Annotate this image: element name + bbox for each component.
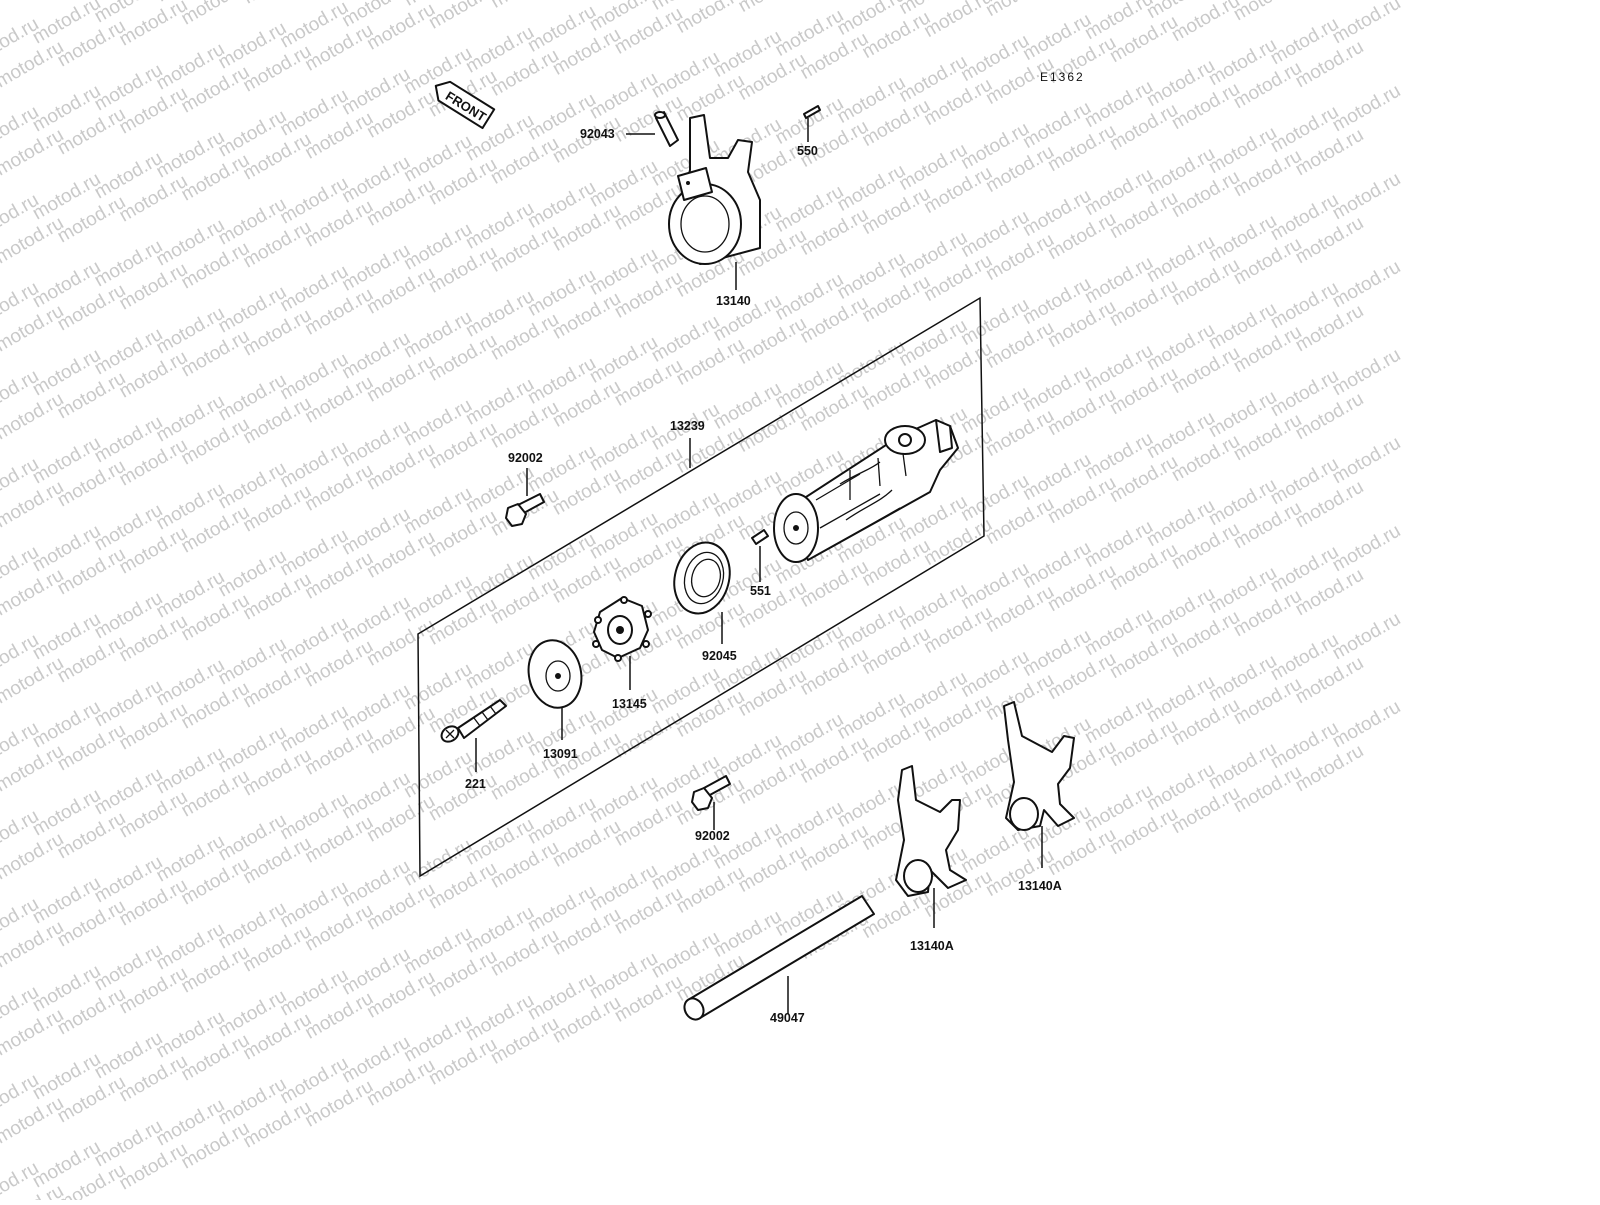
watermark-text: motod.ru — [1329, 0, 1404, 48]
watermark-text: motod.ru — [982, 0, 1057, 21]
watermark-text: motod.ru — [1329, 345, 1404, 401]
label-550: 550 — [797, 144, 818, 158]
label-92045: 92045 — [702, 649, 737, 663]
watermark-text: motod.ru — [1329, 81, 1404, 137]
watermark-text: motod.ru — [673, 0, 748, 38]
label-13140: 13140 — [716, 294, 751, 308]
diagram-code: E1362 — [1040, 70, 1085, 84]
label-551: 551 — [750, 584, 771, 598]
watermark-text: motod.ru — [1329, 609, 1404, 665]
watermark-text: motod.ru — [1292, 0, 1367, 4]
watermark-text: motod.ru — [1329, 169, 1404, 225]
watermark-text: motod.ru — [0, 0, 67, 4]
shift-fork-13140A-right — [1004, 702, 1074, 830]
watermark-text: motod.ru — [1230, 0, 1305, 25]
label-13091: 13091 — [543, 747, 578, 761]
label-13140A-left: 13140A — [910, 939, 954, 953]
label-221: 221 — [465, 777, 486, 791]
pin-92043 — [655, 112, 678, 146]
watermark-text: motod.ru — [1329, 521, 1404, 577]
label-13239: 13239 — [670, 419, 705, 433]
watermark-text: motod.ru — [1329, 257, 1404, 313]
label-13145: 13145 — [612, 697, 647, 711]
watermark-text: motod.ru — [178, 0, 253, 29]
watermark-text: motod.ru — [735, 0, 810, 17]
label-13140A-right: 13140A — [1018, 879, 1062, 893]
watermark-text: motod.ru — [487, 0, 562, 13]
label-92002-top: 92002 — [508, 451, 543, 465]
watermark-text: motod.ru — [425, 0, 500, 34]
watermark-text: motod.ru — [1329, 697, 1404, 753]
label-92002-bottom: 92002 — [695, 829, 730, 843]
watermark-text: motod.ru — [240, 0, 315, 8]
label-49047: 49047 — [770, 1011, 805, 1025]
label-92043: 92043 — [580, 127, 615, 141]
watermark-text: motod.ru — [1329, 433, 1404, 489]
